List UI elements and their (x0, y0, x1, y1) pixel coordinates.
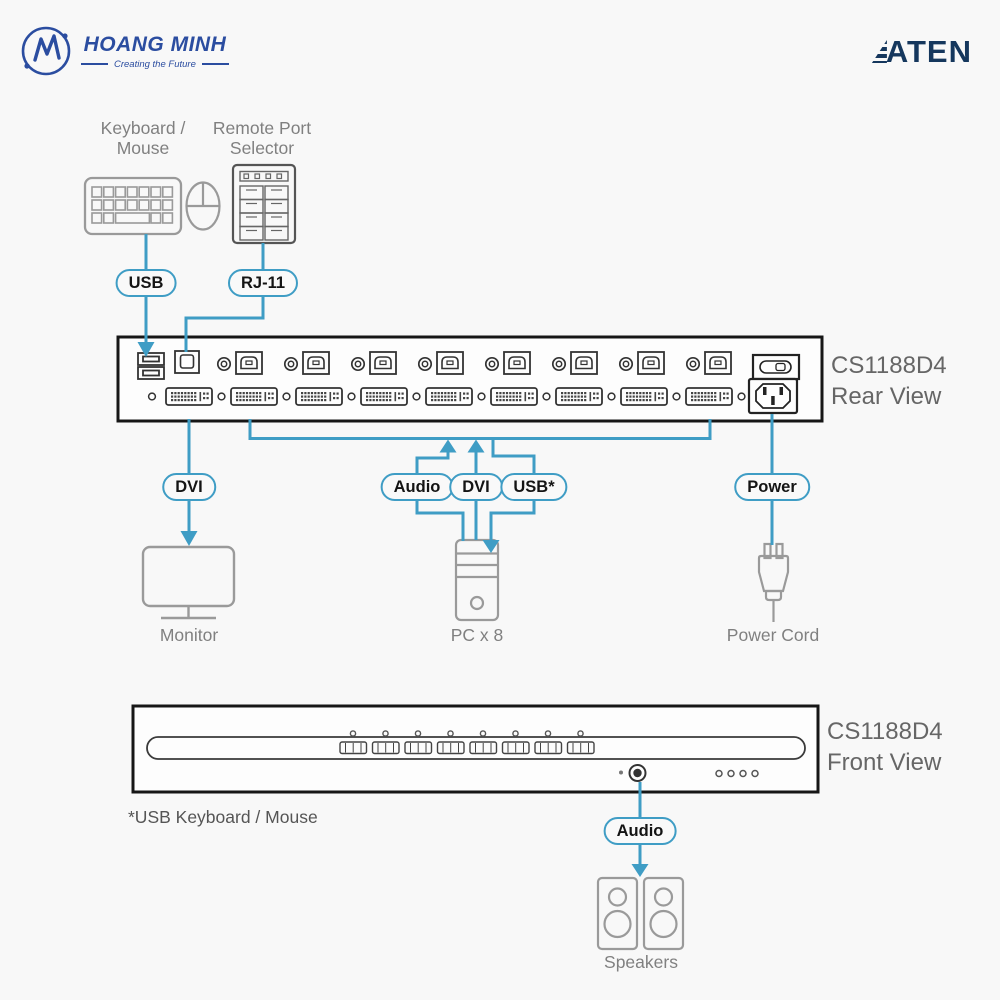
usb-console-ports-icon (137, 352, 165, 380)
rj11-port-icon (174, 350, 200, 374)
front-view-label: Front View (827, 749, 942, 776)
tagline-dash-left (81, 63, 108, 65)
tagline-dash-right (201, 63, 229, 65)
line-usb-down (489, 500, 536, 541)
line-usb-branch (491, 438, 536, 474)
speakers-icon (596, 876, 685, 951)
speakers-label: Speakers (604, 952, 678, 972)
power-cord-label: Power Cord (726, 625, 820, 645)
remote-port-selector-label: Remote Port Selector (212, 118, 312, 158)
power-switch-icon (751, 353, 801, 381)
front-unit (131, 704, 820, 794)
monitor-label: Monitor (159, 625, 219, 645)
rear-unit (116, 335, 824, 423)
line-pc-bus (248, 419, 712, 440)
arrow-usb-pc-down-icon (482, 540, 500, 553)
rear-unit-title: CS1188D4 Rear View (831, 350, 947, 412)
brand-tagline: Creating the Future (114, 58, 196, 70)
power-cord-icon (757, 542, 790, 622)
pill-power: Power (734, 473, 810, 501)
arrow-speakers-down-icon (631, 864, 649, 877)
monitor-icon (141, 545, 236, 620)
front-model: CS1188D4 (827, 718, 943, 745)
front-audio-jack-icon (619, 764, 647, 782)
pc-label: PC x 8 (450, 625, 504, 645)
pill-rj11: RJ-11 (227, 269, 299, 297)
line-audio-up (415, 451, 450, 474)
pill-audio-pc: Audio (380, 473, 454, 501)
arrow-monitor-down-icon (180, 531, 198, 546)
dvi-ports-icon (147, 387, 746, 406)
pc-icon (454, 538, 500, 622)
power-inlet-icon (747, 377, 799, 415)
connection-arrows (137, 342, 649, 877)
front-unit-title: CS1188D4 Front View (827, 716, 943, 778)
pill-dvi-pc: DVI (449, 473, 503, 501)
aten-wedge-icon (871, 40, 887, 63)
mouse-icon (185, 181, 221, 231)
keyboard-icon (83, 176, 183, 236)
arrow-usb-down-icon (137, 342, 155, 357)
arrow-audio-up-icon (439, 439, 457, 453)
pill-audio-front: Audio (603, 817, 677, 845)
pill-usb-pc: USB* (500, 473, 568, 501)
front-leds-icon (715, 769, 759, 778)
pill-dvi-console: DVI (162, 473, 216, 501)
remote-port-selector-icon (231, 163, 297, 245)
brand-name: HOANG MINH (83, 32, 227, 56)
arrow-dvi-up-icon (467, 439, 485, 453)
usb-footnote: *USB Keyboard / Mouse (128, 807, 318, 827)
rear-model: CS1188D4 (831, 352, 947, 379)
hoang-minh-mark-icon (21, 26, 71, 76)
rear-view-label: Rear View (831, 383, 942, 410)
pill-usb: USB (115, 269, 177, 297)
aten-logo: ATEN (871, 34, 972, 69)
line-audio-down (415, 500, 465, 541)
keyboard-mouse-label: Keyboard / Mouse (100, 118, 186, 158)
aten-logo-text: ATEN (885, 34, 972, 69)
hoang-minh-logo: HOANG MINH Creating the Future (20, 24, 229, 78)
